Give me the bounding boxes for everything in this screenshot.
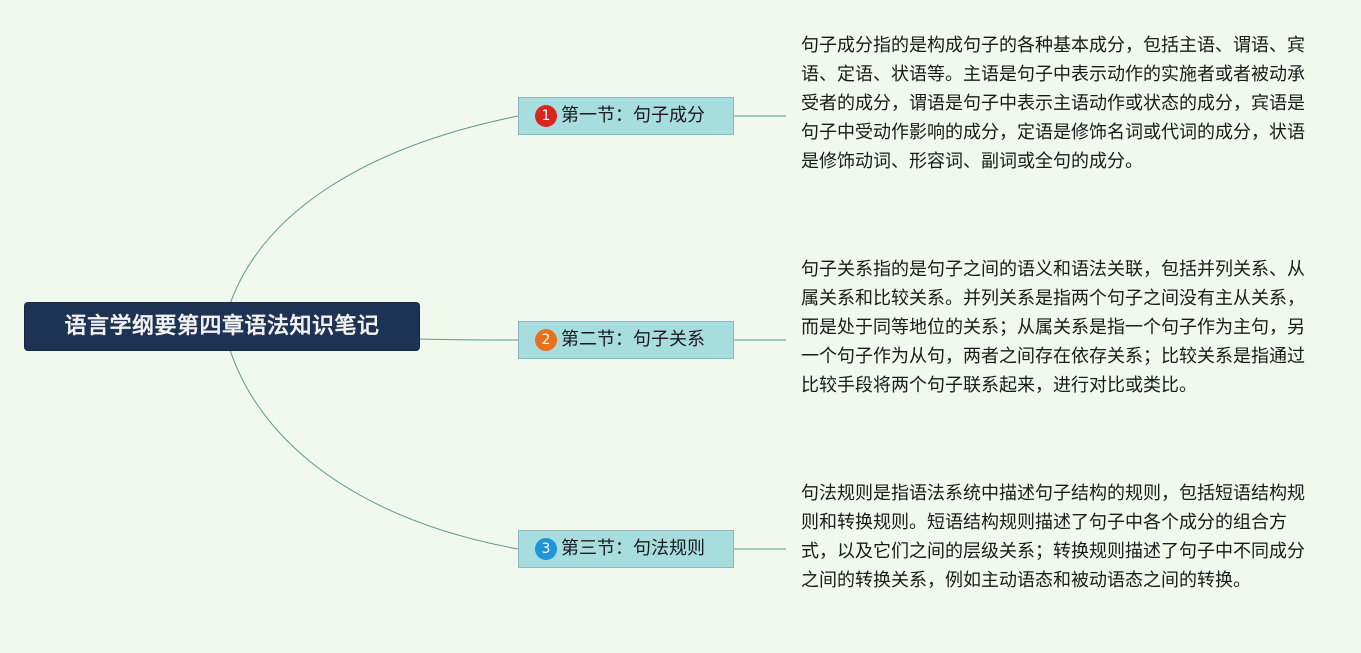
detail-text-2[interactable]: 句子关系指的是句子之间的语义和语法关联，包括并列关系、从属关系和比较关系。并列关… bbox=[801, 259, 1305, 396]
detail-text-3[interactable]: 句法规则是指语法系统中描述句子结构的规则，包括短语结构规则和转换规则。短语结构规… bbox=[801, 483, 1305, 591]
connector-root-branch-2 bbox=[418, 338, 519, 341]
branch-topic-2-label: 第二节：句子关系 bbox=[561, 329, 705, 350]
detail-text-1[interactable]: 句子成分指的是构成句子的各种基本成分，包括主语、谓语、宾语、定语、状语等。主语是… bbox=[801, 35, 1305, 172]
branch-topic-1-label: 第一节：句子成分 bbox=[561, 105, 705, 126]
number-badge-3: 3 bbox=[535, 538, 557, 560]
branch-topic-3[interactable]: 3 第三节：句法规则 bbox=[518, 530, 734, 568]
number-badge-2: 2 bbox=[535, 329, 557, 351]
root-topic[interactable]: 语言学纲要第四章语法知识笔记 bbox=[25, 303, 419, 350]
connector-root-branch-3 bbox=[229, 349, 519, 550]
branch-topic-2[interactable]: 2 第二节：句子关系 bbox=[518, 321, 734, 359]
branch-topic-3-label: 第三节：句法规则 bbox=[561, 538, 705, 559]
number-badge-1: 1 bbox=[535, 105, 557, 127]
connector-root-branch-1 bbox=[229, 115, 519, 305]
branch-topic-1[interactable]: 1 第一节：句子成分 bbox=[518, 97, 734, 135]
